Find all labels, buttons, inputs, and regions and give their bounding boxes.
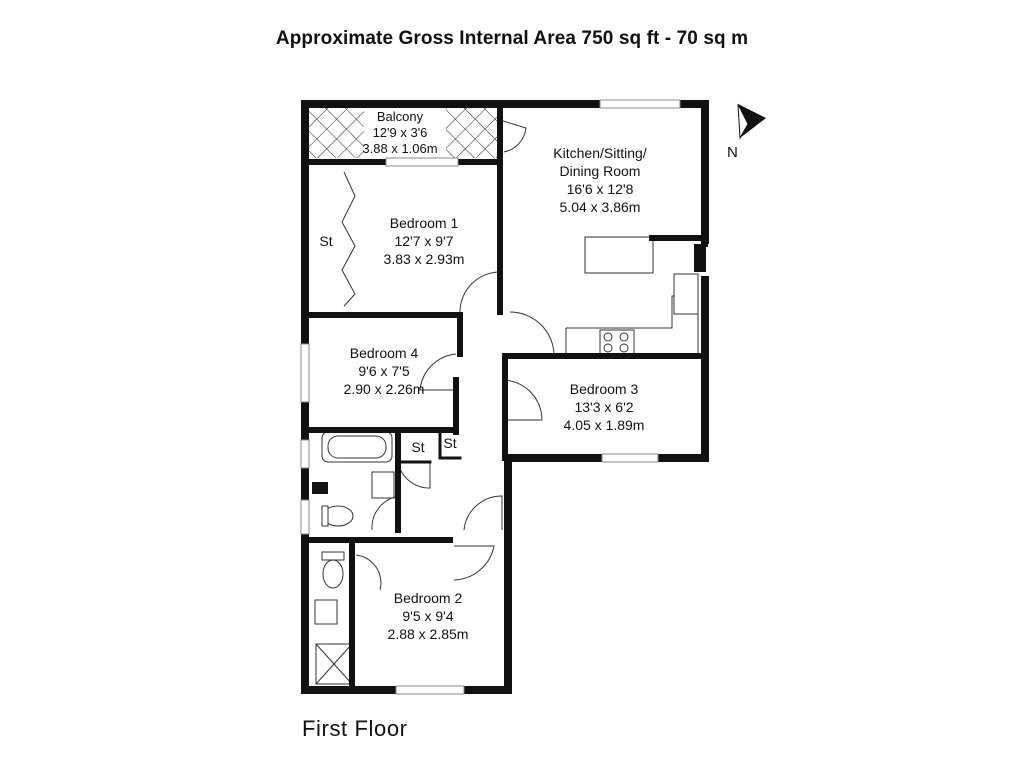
bedroom1-metric: 3.83 x 2.93m (384, 251, 465, 267)
kitchen-name-line1: Kitchen/Sitting/ (553, 145, 646, 161)
storage-label-bedroom1: St (319, 233, 332, 249)
balcony-imperial: 12'9 x 3'6 (373, 125, 428, 140)
bathroom-fittings (314, 431, 395, 685)
bedroom1-name: Bedroom 1 (390, 215, 459, 231)
balcony-decking (308, 106, 500, 158)
bedroom3-name: Bedroom 3 (570, 381, 639, 397)
bedroom2-metric: 2.88 x 2.85m (388, 626, 469, 642)
north-compass-icon: N (727, 103, 766, 161)
bedroom2-name: Bedroom 2 (394, 590, 463, 606)
room-labels: Balcony 12'9 x 3'6 3.88 x 1.06m Kitchen/… (319, 109, 646, 642)
balcony-name: Balcony (377, 109, 424, 124)
walls (301, 100, 709, 694)
ensuite-toilet (322, 559, 344, 589)
storage-label-hall-1: St (411, 439, 424, 455)
wardrobe-doors (341, 171, 356, 307)
floor-label: First Floor (302, 716, 408, 741)
bedroom4-imperial: 9'6 x 7'5 (358, 363, 409, 379)
bedroom3-metric: 4.05 x 1.89m (564, 417, 645, 433)
compass-label: N (727, 144, 738, 161)
bathroom-basin (371, 471, 395, 499)
kitchen-name-line2: Dining Room (560, 163, 641, 179)
bedroom3-imperial: 13'3 x 6'2 (574, 399, 633, 415)
bedroom2-imperial: 9'5 x 9'4 (402, 608, 453, 624)
windows (300, 99, 681, 695)
bedroom4-metric: 2.90 x 2.26m (344, 381, 425, 397)
kitchen-sink (673, 273, 699, 315)
kitchen-metric: 5.04 x 3.86m (560, 199, 641, 215)
plan-title: Approximate Gross Internal Area 750 sq f… (275, 28, 749, 49)
bedroom1-imperial: 12'7 x 9'7 (394, 233, 453, 249)
kitchen-imperial: 16'6 x 12'8 (567, 181, 634, 197)
ensuite-basin (314, 599, 338, 625)
storage-label-hall-2: St (443, 435, 456, 451)
balcony-metric: 3.88 x 1.06m (362, 141, 437, 156)
bedroom4-name: Bedroom 4 (350, 345, 419, 361)
kitchen-island (584, 236, 654, 274)
kitchen-fittings (565, 236, 699, 356)
